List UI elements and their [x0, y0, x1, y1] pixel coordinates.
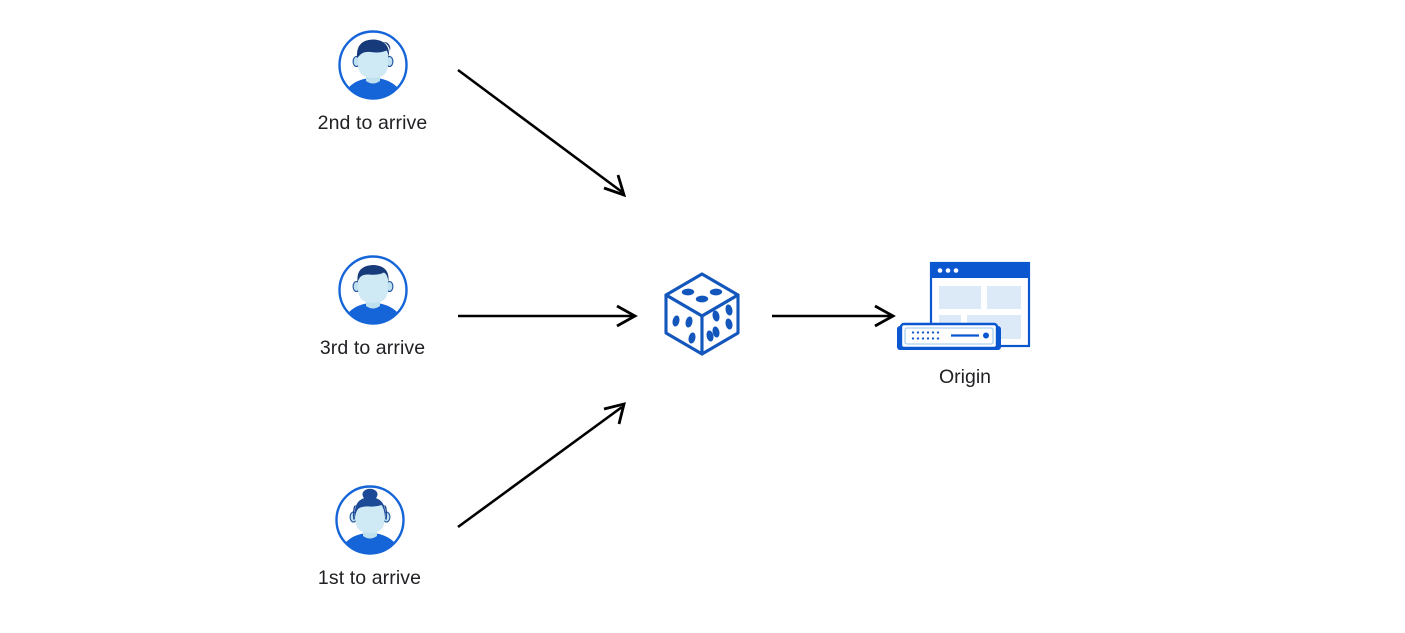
arrow-3rd-to-dice	[458, 304, 638, 328]
arrow-2nd-to-dice	[457, 68, 627, 198]
server-device-shape	[897, 322, 1001, 350]
origin-server-icon	[895, 258, 1035, 354]
node-visitor-1st[interactable]: 1st to arrive	[297, 483, 442, 590]
node-label: 1st to arrive	[317, 567, 422, 589]
arrow-1st-to-dice	[457, 402, 626, 529]
node-label: 3rd to arrive	[319, 337, 426, 359]
user-avatar-female-icon	[333, 483, 407, 557]
user-avatar-icon	[336, 253, 410, 327]
arrow-dice-to-origin	[772, 304, 896, 328]
node-visitor-3rd[interactable]: 3rd to arrive	[300, 253, 445, 360]
user-avatar-icon	[336, 28, 410, 102]
node-label: 2nd to arrive	[317, 112, 428, 134]
origin-label: Origin	[938, 366, 992, 388]
node-origin[interactable]: Origin	[895, 258, 1035, 389]
dice-icon[interactable]	[658, 266, 746, 362]
node-visitor-2nd[interactable]: 2nd to arrive	[300, 28, 445, 135]
